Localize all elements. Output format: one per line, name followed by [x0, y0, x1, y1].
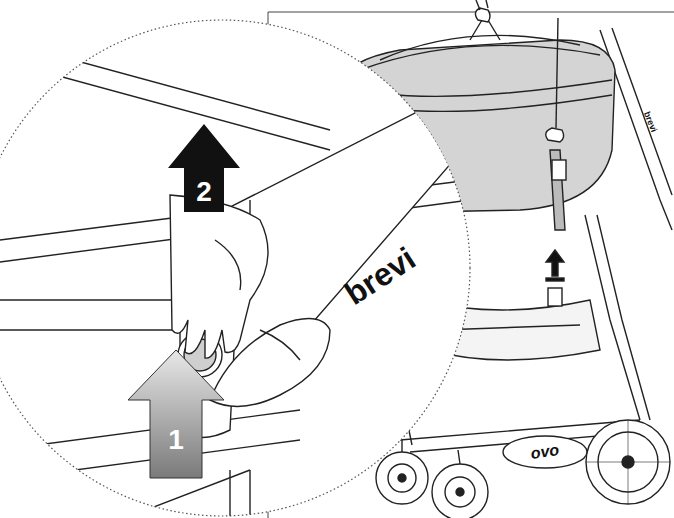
arrow-up-grey	[128, 350, 224, 478]
callout-number: 2	[196, 178, 212, 206]
brand-logo: brevi	[642, 110, 658, 133]
callout-number: 1	[168, 426, 184, 454]
zoom-circle	[0, 20, 470, 516]
arrow-up-black	[168, 124, 240, 212]
zoom-detail	[0, 40, 480, 518]
